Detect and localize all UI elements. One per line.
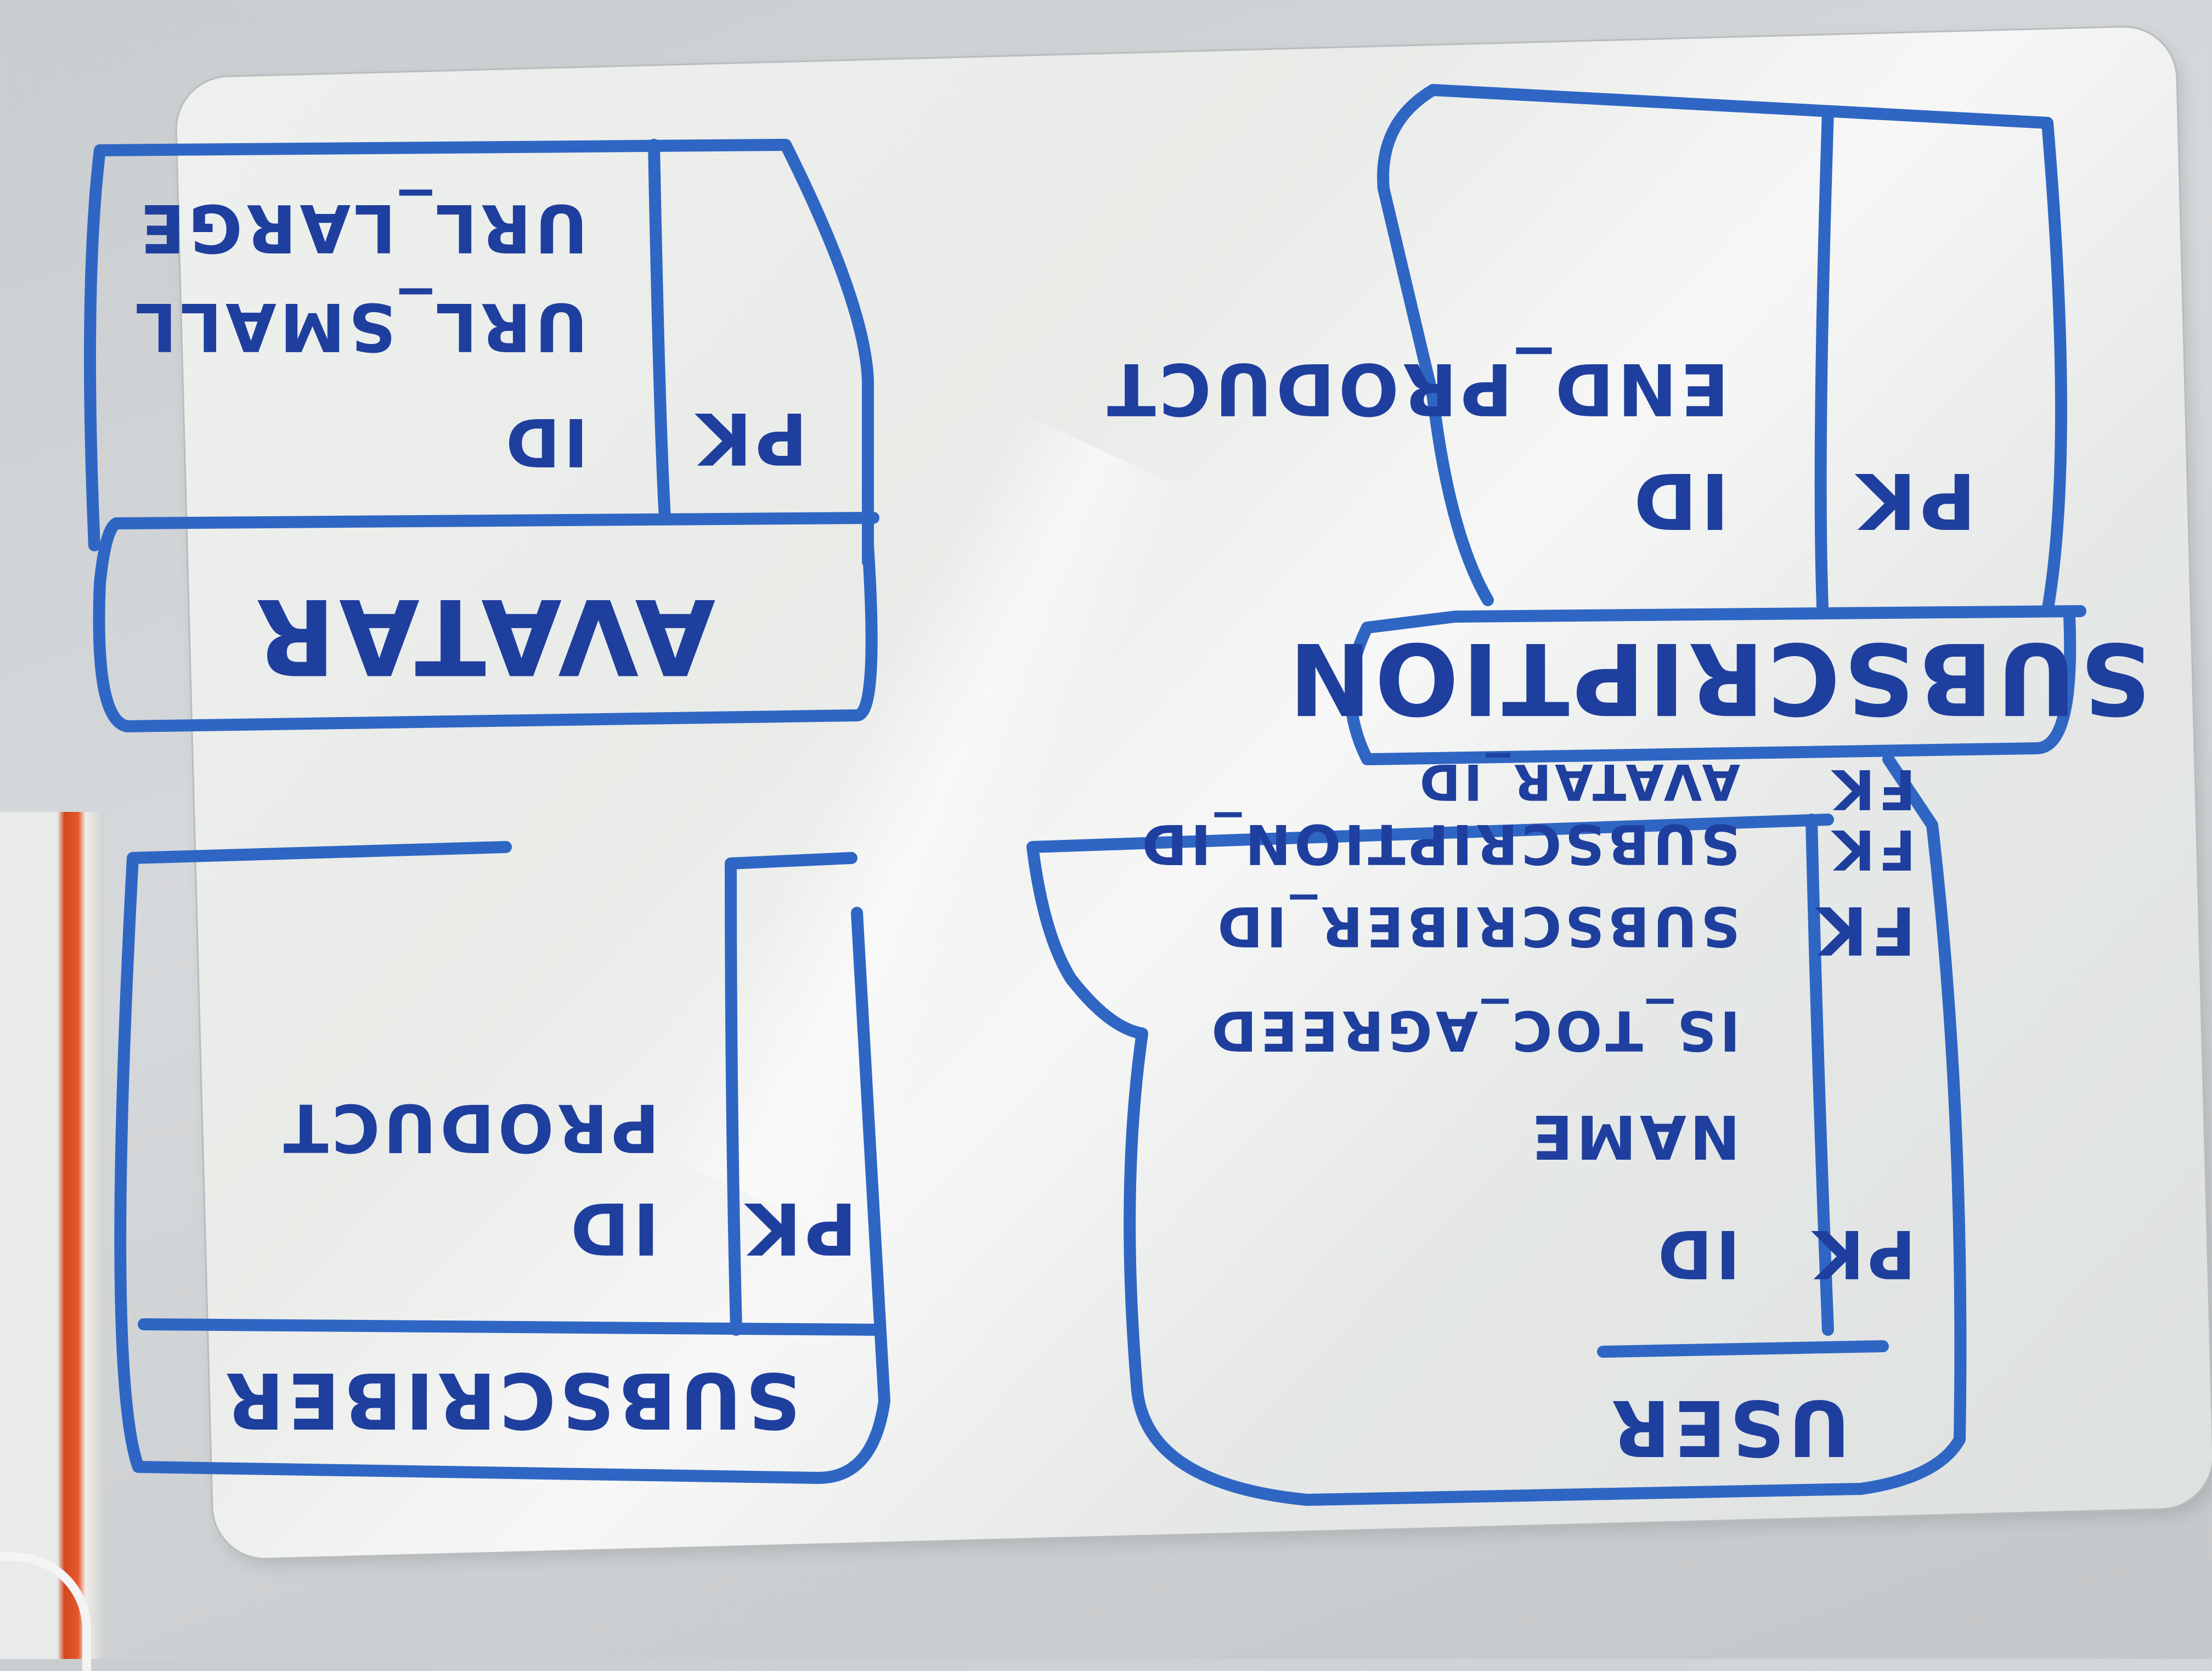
user-key-divider bbox=[1805, 814, 1834, 1336]
subscription-title: SUBSCRIPTION bbox=[1285, 620, 2151, 735]
table-subscription: SUBSCRIPTION PK ID END_PRODUCT bbox=[1104, 84, 2151, 765]
user-key-pk: PK bbox=[1810, 1215, 1916, 1291]
subscriber-field-id: ID bbox=[567, 1187, 659, 1270]
user-field-avatar-id: AVATAR_ID bbox=[1417, 753, 1740, 810]
subscription-pk-divider bbox=[1814, 106, 1834, 612]
subscription-header-box bbox=[1345, 605, 2086, 765]
user-field-subscriber-id: SUBSCRIBER_ID bbox=[1214, 894, 1740, 958]
user-header-line bbox=[1597, 1340, 1889, 1358]
orange-table-edge bbox=[0, 812, 104, 1659]
avatar-pk-divider bbox=[648, 139, 671, 524]
subscriber-pk-divider bbox=[725, 852, 857, 1336]
avatar-title: AVATAR bbox=[252, 575, 716, 697]
subscription-field-end-product: END_PRODUCT bbox=[1104, 347, 1729, 431]
avatar-outline bbox=[84, 139, 874, 568]
avatar-header-box bbox=[93, 512, 879, 732]
user-key-fk-3: FK bbox=[1829, 757, 1916, 821]
user-title: USER bbox=[1608, 1382, 1850, 1472]
user-outline bbox=[1026, 753, 1967, 1506]
subscription-key-label: PK bbox=[1854, 455, 1976, 545]
subscription-outline bbox=[1377, 84, 2067, 617]
avatar-key-label: PK bbox=[693, 397, 808, 480]
user-field-subscription-id: SUBSCRIPTION_ID bbox=[1138, 812, 1740, 876]
avatar-field-url-small: URL_SMALL bbox=[132, 288, 588, 364]
subscriber-field-product: PRODUCT bbox=[280, 1089, 659, 1165]
avatar-field-url-large: URL_LARGE bbox=[137, 189, 588, 266]
subscription-field-id: ID bbox=[1630, 455, 1729, 545]
table-user: USER PK FK FK FK ID NAME IS_TOC_AGREED S… bbox=[1026, 753, 1967, 1506]
user-key-fk-1: FK bbox=[1813, 891, 1916, 968]
subscriber-key-label: PK bbox=[743, 1187, 857, 1270]
subscriber-outline bbox=[114, 841, 890, 1484]
user-key-fk-2: FK bbox=[1829, 817, 1916, 882]
user-field-id: ID bbox=[1655, 1215, 1740, 1291]
table-avatar: AVATAR PK ID URL_SMALL URL_LARGE bbox=[84, 139, 879, 732]
user-field-name: NAME bbox=[1528, 1102, 1740, 1172]
avatar-field-id: ID bbox=[503, 403, 588, 479]
table-subscriber: SUBSCRIBER PK ID PRODUCT bbox=[114, 841, 890, 1484]
user-field-is-toc-agreed: IS_TOC_AGREED bbox=[1208, 998, 1740, 1063]
subscriber-title: SUBSCRIBER bbox=[222, 1355, 801, 1444]
subscriber-header-line bbox=[138, 1318, 885, 1336]
